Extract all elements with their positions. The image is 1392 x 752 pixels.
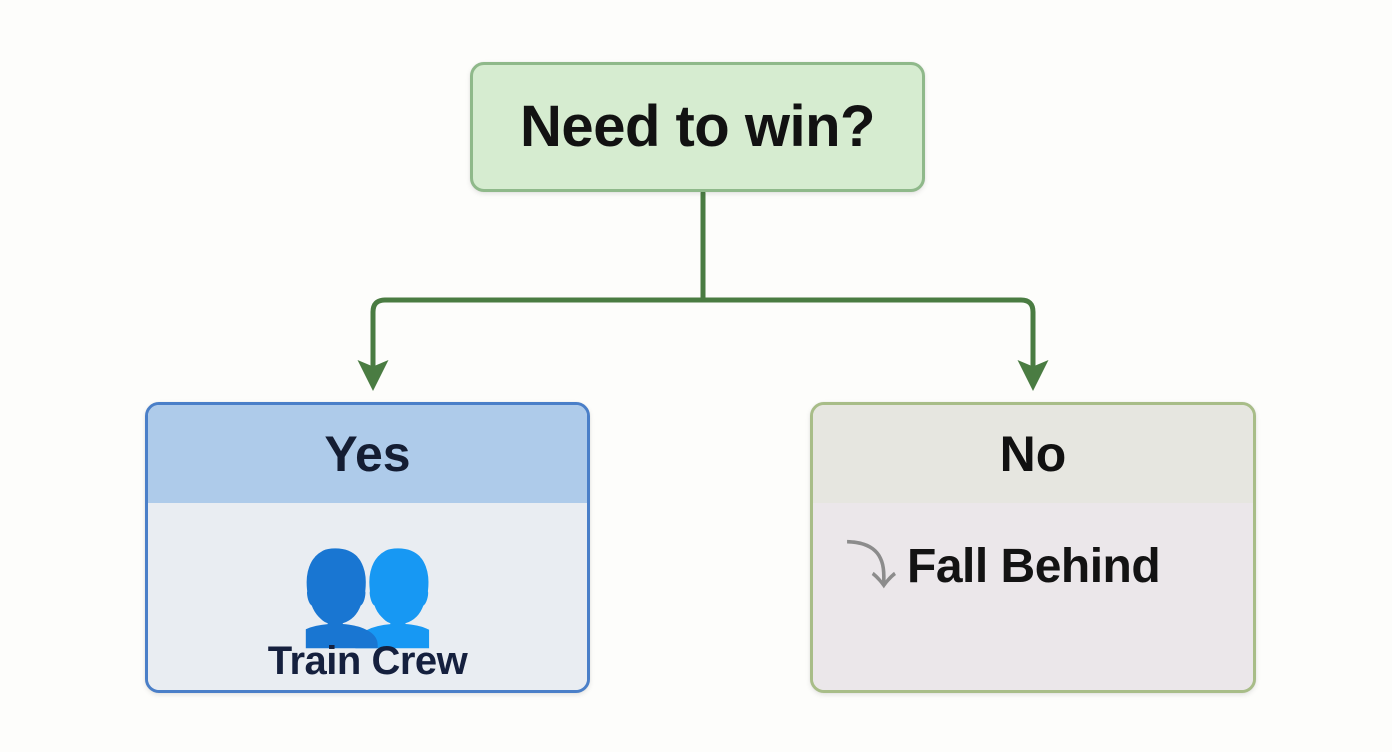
arrow-heading-down-icon: ⤵ [845,538,898,596]
no-card-body: ⤵ Fall Behind [813,503,1253,690]
no-card-header: No [813,405,1253,503]
connector-to-no [700,297,1049,392]
yes-body-label: Train Crew [267,639,468,683]
people-group-icon: 👥 [297,524,438,649]
node-branch-no[interactable]: No ⤵ Fall Behind [810,402,1256,693]
yes-card-body: 👥 Train Crew [148,503,587,690]
no-body-label: Fall Behind [907,540,1161,593]
node-branch-yes[interactable]: Yes 👥 Train Crew [145,402,590,693]
yes-content-stack: 👥 Train Crew [148,503,587,690]
yes-card-header: Yes [148,405,587,503]
no-header-label: No [999,426,1067,482]
node-root-question[interactable]: Need to win? [470,62,925,192]
yes-header-label: Yes [324,426,411,482]
root-question-label: Need to win? [520,94,875,159]
connector-to-yes [357,297,706,392]
no-content-row: ⤵ Fall Behind [845,538,1161,596]
